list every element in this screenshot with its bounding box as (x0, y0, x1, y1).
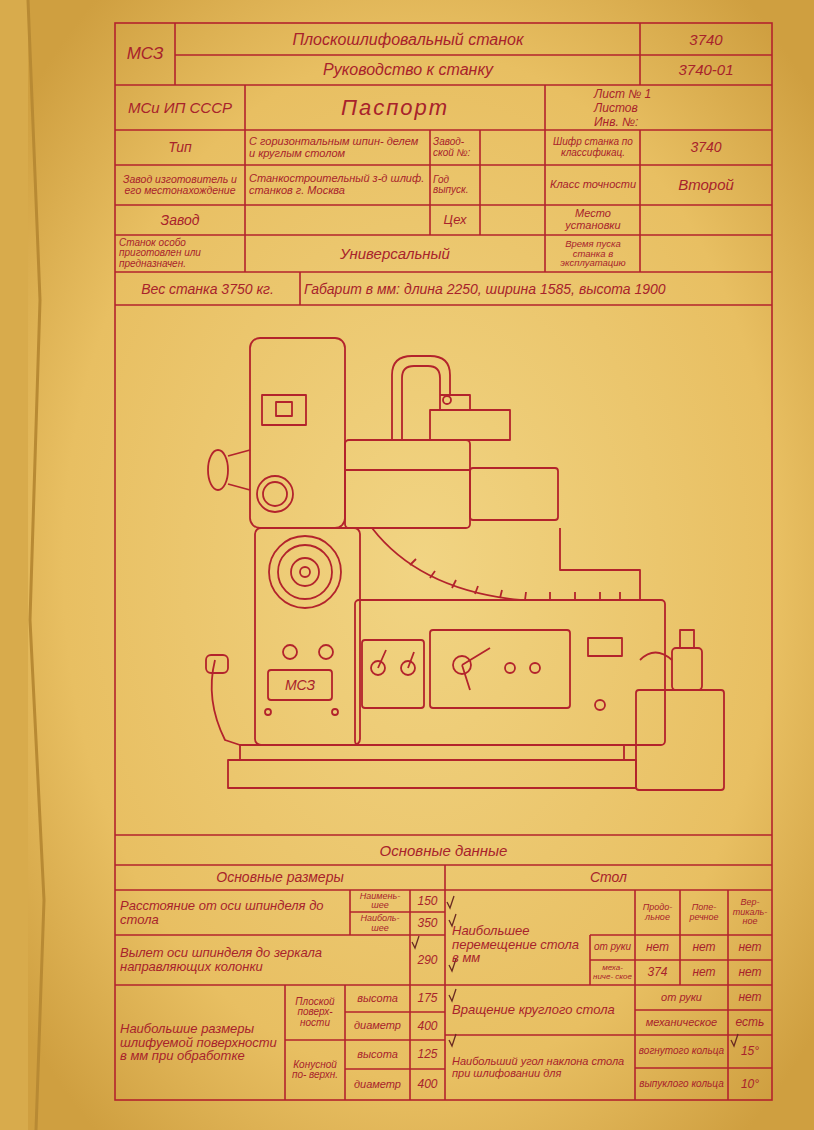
tilt-sector (372, 528, 640, 600)
coolant-tank (636, 690, 724, 790)
table-cell-text: нет (729, 936, 771, 959)
table-cell-text: выпуклого кольца (636, 1069, 727, 1099)
table-cell-text: Шифр станка по классификац. (547, 131, 639, 164)
table-cell-text: нет (681, 961, 727, 984)
table-cell-text: МСЗ (270, 672, 330, 698)
table-cell-text: механическое (636, 1011, 727, 1034)
table-cell-text: 175 (411, 986, 444, 1011)
table-cell-text: от руки (636, 986, 727, 1009)
table-cell-text: Наибольшие размеры шлифуемой поверхности… (118, 986, 284, 1099)
table-cell-text: Наибольший угол наклона стола при шлифов… (450, 1036, 634, 1099)
table-cell-text: Вес станка 3750 кг. (117, 274, 298, 304)
table-cell-text: 374 (636, 961, 679, 984)
table-cell-text: Лист № 1 (592, 87, 768, 101)
table-cell-text: Завод (117, 206, 243, 234)
spindle-head (345, 440, 470, 528)
table-cell-text: 290 (411, 936, 444, 984)
paper-sheet (28, 0, 814, 1130)
table-cell-text: Габарит в мм: длина 2250, ширина 1585, в… (302, 274, 770, 304)
table-cell-text: Класс точности (547, 166, 639, 204)
table-cell-text: от руки (591, 936, 634, 959)
table-cell-text: есть (729, 1011, 771, 1034)
table-cell-text: МСи ИП СССР (117, 87, 243, 128)
table-cell-text: высота (346, 986, 409, 1011)
table-cell-text: Вер- тикаль- ное (729, 891, 771, 934)
table-cell-text: Основные данные (117, 837, 770, 864)
table-cell-text: Основные размеры (117, 866, 443, 889)
table-cell-text: Вращение круглого стола (450, 986, 634, 1034)
table-cell-text: 3740-01 (642, 56, 770, 84)
table-cell-text: Наиболь- шее (351, 913, 409, 934)
table-cell-text: Плоскошлифовальный станок (178, 26, 638, 54)
table-cell-text: Завод изготовитель и его местонахождение (117, 166, 243, 204)
table-cell-text: МСЗ (117, 26, 173, 82)
coolant-pipe (392, 356, 450, 440)
table-cell-text: 400 (411, 1070, 444, 1099)
table-cell-text: нет (636, 936, 679, 959)
table-cell-text: 3740 (642, 26, 770, 54)
table-cell-text: вогнутого кольца (636, 1036, 727, 1067)
table-cell-text: Стол (447, 866, 770, 889)
table-cell-text: диаметр (346, 1013, 409, 1039)
table-cell-text: Станкостроительный з-д шлиф. станков г. … (247, 166, 428, 204)
table-cell-text: Инв. №: (592, 115, 768, 129)
table-cell-text: Цех (431, 206, 479, 234)
machine-outline (206, 338, 724, 790)
table-cell-text: Завод- ской №: (431, 131, 479, 164)
tick-marks (412, 896, 738, 1046)
table-cell-text: Листов (592, 101, 768, 115)
table-cell-text: меха- ниче- ское (591, 961, 634, 984)
table-body (355, 600, 665, 745)
table-cell-text: С горизонтальным шпин- делем и круглым с… (247, 131, 428, 164)
table-cell-text: 150 (411, 891, 444, 911)
machine-base (228, 760, 636, 788)
document-title: Паспорт (247, 87, 543, 128)
table-cell-text: Универсальный (247, 236, 543, 271)
table-cell-text: Конусной по- верхн. (286, 1041, 344, 1099)
table-cell-text: Продо- льное (636, 891, 679, 934)
table-cell-text: нет (729, 986, 771, 1009)
table-cell-text: Вылет оси шпинделя до зеркала направляющ… (118, 936, 408, 984)
table-cell-text: Расстояние от оси шпинделя до стола (118, 891, 348, 934)
grid-lines (115, 23, 772, 1100)
table-cell-text: высота (346, 1041, 409, 1068)
table-cell-text: Наибольшее перемещение стола в мм (450, 905, 588, 984)
table-cell-text: нет (681, 936, 727, 959)
table-cell-text: 3740 (642, 131, 770, 164)
logo-plate (268, 670, 332, 700)
table-cell-text: Попе- речное (681, 891, 727, 934)
table-cell-text: Второй (642, 166, 770, 204)
table-cell-text: Время пуска станка в эксплуатацию (547, 236, 639, 271)
table-cell-text: Руководство к станку (178, 56, 638, 84)
table-cell-text: Тип (117, 131, 243, 164)
table-cell-text: 10° (729, 1069, 771, 1099)
table-cell-text: Плоской поверх- ности (286, 986, 344, 1039)
motor-housing (250, 338, 345, 528)
column (255, 528, 360, 745)
table-cell-text: 15° (729, 1036, 771, 1067)
table-cell-text: нет (729, 961, 771, 984)
paper-edge (28, 0, 44, 1130)
table-cell-text: 125 (411, 1041, 444, 1068)
table-cell-text: Год выпуск. (431, 166, 479, 204)
table-cell-text: Место установки (547, 206, 639, 234)
table-cell-text: 400 (411, 1013, 444, 1039)
table-cell-text: 350 (411, 913, 444, 934)
table-cell-text: Станок особо приготовлен или предназначе… (117, 236, 243, 271)
table-cell-text: диаметр (346, 1070, 409, 1099)
table-cell-text: Наимень- шее (351, 891, 409, 911)
